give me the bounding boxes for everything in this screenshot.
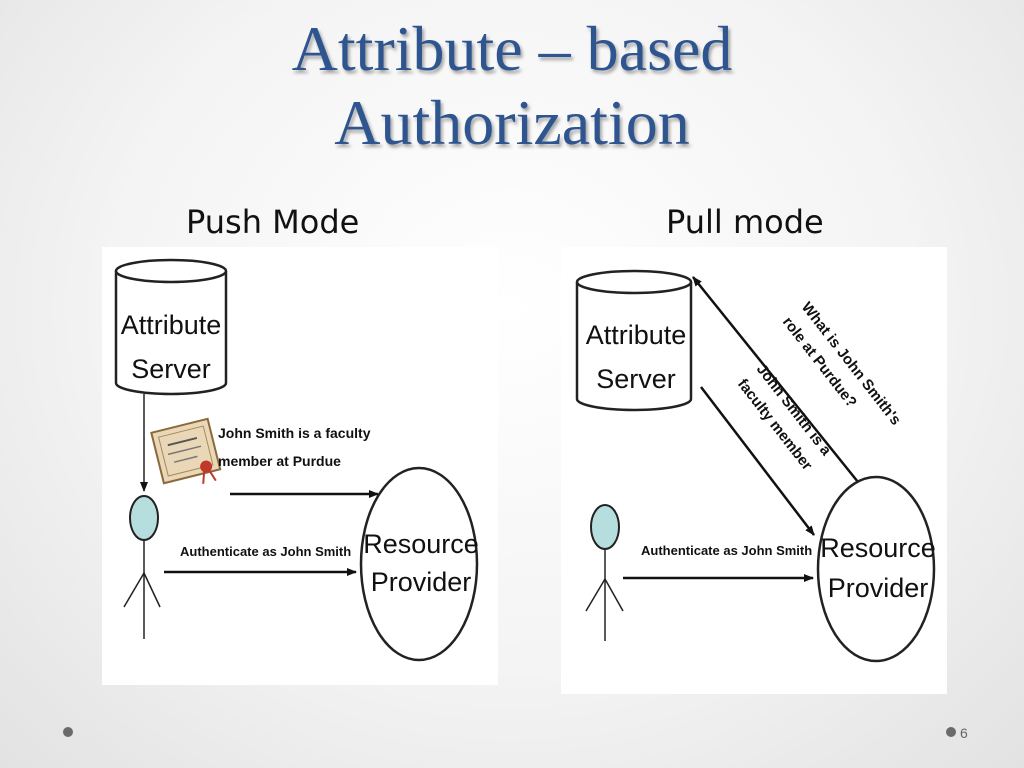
bullet-dot-left: [63, 727, 73, 737]
push-server-label-2: Server: [131, 354, 211, 384]
credential-text-2: member at Purdue: [218, 453, 341, 469]
title-line-1: Attribute – based: [291, 13, 733, 84]
pull-user: [585, 504, 624, 641]
push-mode-label: Push Mode: [186, 203, 360, 241]
user-icon: [129, 495, 159, 541]
bullet-dot-right: [946, 727, 956, 737]
push-provider-label-2: Provider: [371, 567, 472, 597]
push-auth-text: Authenticate as John Smith: [180, 544, 351, 559]
certificate-icon: [150, 417, 222, 485]
pull-server-label-1: Attribute: [586, 320, 687, 350]
pull-attribute-server: Attribute Server: [575, 269, 693, 412]
slide-number: 6: [960, 725, 968, 741]
push-resource-provider: Resource Provider: [359, 466, 479, 662]
title-line-2: Authorization: [334, 87, 690, 158]
pull-mode-label: Pull mode: [666, 203, 824, 241]
pull-provider-label-1: Resource: [820, 533, 936, 563]
query-arrow: [692, 276, 859, 483]
credential-text-1: John Smith is a faculty: [218, 425, 371, 441]
push-mode-diagram: Attribute Server John Smith is a faculty…: [102, 247, 498, 685]
push-user: [123, 495, 161, 639]
pull-server-label-2: Server: [596, 364, 676, 394]
push-attribute-server: Attribute Server: [114, 258, 228, 396]
database-icon: [575, 269, 693, 295]
reply-arrow: [700, 386, 815, 536]
push-server-label-1: Attribute: [121, 310, 222, 340]
database-icon: [114, 258, 228, 284]
pull-mode-diagram: Attribute Server What is John Smith's ro…: [561, 247, 947, 694]
pull-auth-text: Authenticate as John Smith: [641, 543, 812, 558]
pull-resource-provider: Resource Provider: [816, 475, 936, 663]
pull-provider-label-2: Provider: [828, 573, 929, 603]
user-icon: [590, 504, 620, 550]
slide-title: Attribute – based Authorization: [0, 12, 1024, 160]
push-provider-label-1: Resource: [363, 529, 479, 559]
